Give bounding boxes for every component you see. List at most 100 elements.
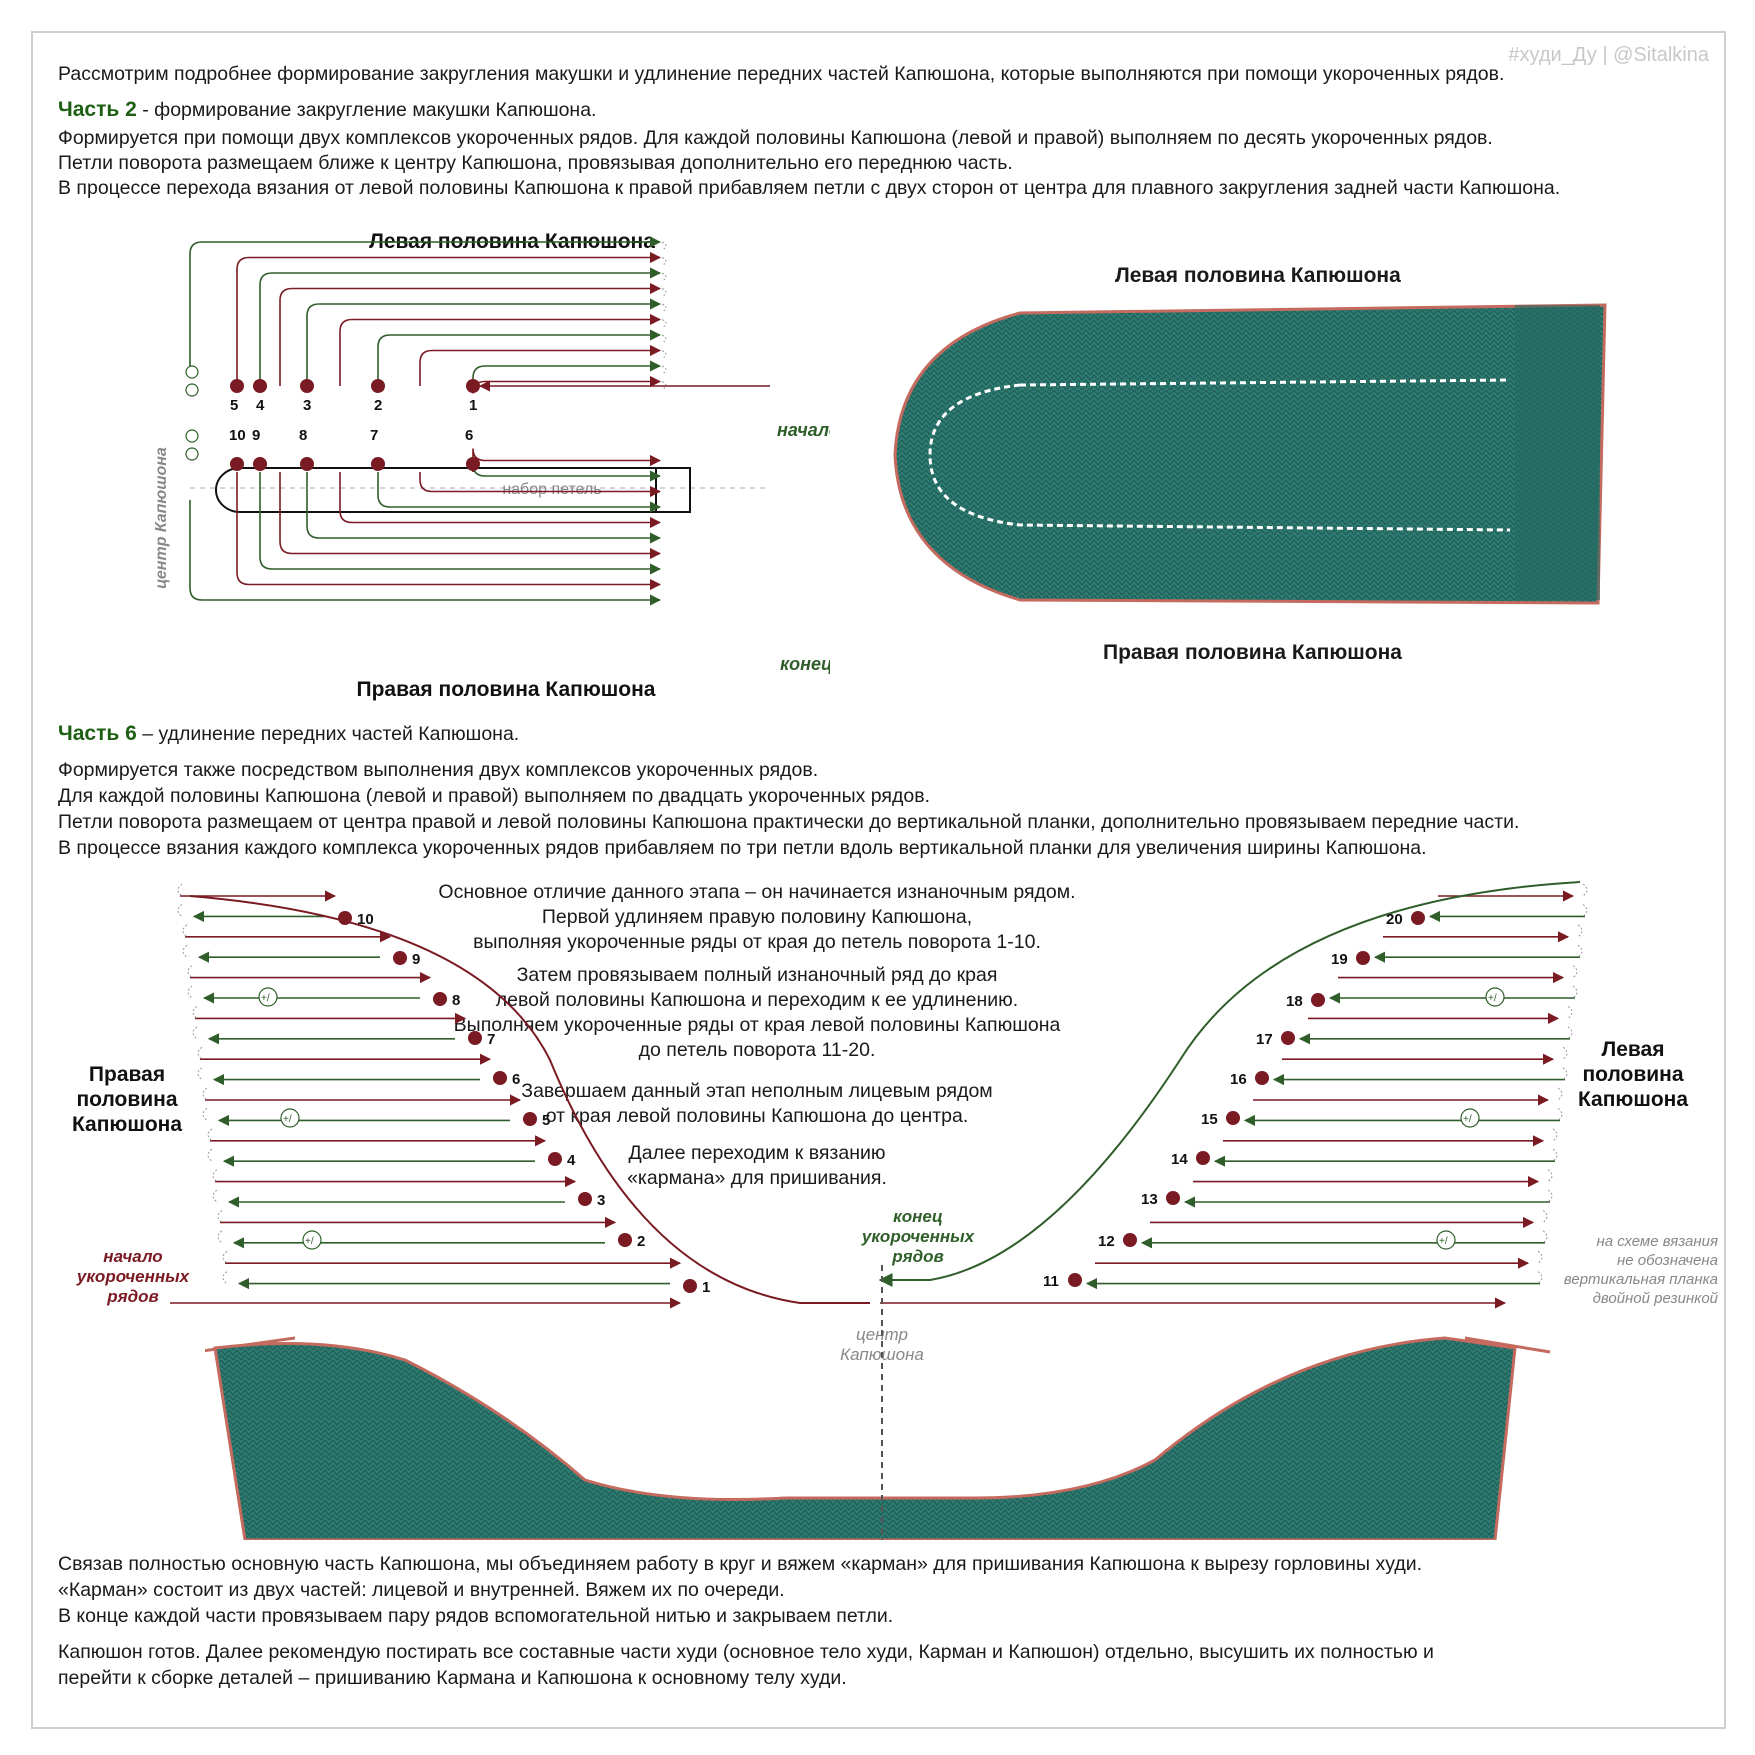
d6-turn-dot xyxy=(523,1112,537,1126)
d2-top-row-arc xyxy=(279,282,662,386)
d6-right-number: 6 xyxy=(512,1071,520,1088)
d6-right-half-label: Правая xyxy=(89,1063,165,1086)
d6-turn-loop xyxy=(1567,1006,1573,1019)
hood-front-fabric xyxy=(213,1336,1517,1540)
d6-left-curve xyxy=(878,881,1581,1287)
part6-line-4: В процессе вязания каждого комплекса уко… xyxy=(58,837,1427,859)
d2-turn-number: 10 xyxy=(229,427,246,444)
d6-end-label: конец xyxy=(893,1207,943,1226)
center-text-line: Первой удлиняем правую половину Капюшона… xyxy=(541,906,973,928)
d2-turn-loop xyxy=(661,241,667,251)
d6-turn-loop xyxy=(222,1271,228,1284)
d6-increase-marker xyxy=(280,1108,300,1128)
d6-turn-dot xyxy=(578,1192,592,1206)
part2-title: Часть 2 xyxy=(58,98,137,121)
photo-right-half-label: Правая половина Капюшона xyxy=(1103,641,1402,664)
d2-center-text: центр Капюшона xyxy=(153,447,170,589)
d6-turn-dot xyxy=(683,1279,697,1293)
d2-cast-on-box xyxy=(215,467,691,513)
d2-turn-dot xyxy=(300,379,314,393)
final-line-2: «Карман» состоит из двух частей: лицевой… xyxy=(58,1579,785,1601)
watermark: #худи_Ду | @Sitalkina xyxy=(1508,44,1709,66)
d6-turn-loop xyxy=(1552,1128,1558,1142)
d2-turn-dot xyxy=(253,457,267,471)
d6-left-number: 18 xyxy=(1286,993,1303,1010)
d2-top-row-arc xyxy=(189,236,662,370)
d2-bottom-row-arc xyxy=(306,472,662,544)
d2-turn-number: 1 xyxy=(469,397,477,414)
d6-right-number: 1 xyxy=(702,1279,710,1296)
d2-end-label: конец xyxy=(780,654,830,674)
part2-subtitle: - формирование закругление макушки Капюш… xyxy=(136,99,597,121)
hood-front-needle-right xyxy=(1464,1336,1551,1354)
d6-turn-dot xyxy=(1068,1273,1082,1287)
d6-left-number: 11 xyxy=(1043,1273,1059,1290)
d2-top-row-arc xyxy=(472,375,662,394)
d2-right-half-label: Правая половина Капюшона xyxy=(357,678,656,701)
d2-turn-number: 9 xyxy=(252,427,260,444)
d2-turn-loop xyxy=(661,288,667,297)
d6-note-label: вертикальная планка xyxy=(1564,1271,1718,1288)
final-line-4: Капюшон готов. Далее рекомендую постират… xyxy=(58,1641,1434,1663)
final-line-5: перейти к сборке деталей – пришиванию Ка… xyxy=(58,1667,847,1689)
part2-line-2: Петли поворота размещаем ближе к центру … xyxy=(58,152,1013,174)
d2-bottom-row-arc xyxy=(472,448,662,472)
d6-turn-loop xyxy=(217,1210,223,1223)
d6-turn-loop xyxy=(197,1046,203,1060)
d6-right-number: 5 xyxy=(542,1112,550,1129)
d6-right-number: 8 xyxy=(452,992,460,1009)
d6-right-number: 9 xyxy=(412,951,420,968)
part6-heading: Часть 6 – удлинение передних частей Капю… xyxy=(58,722,519,746)
d6-left-half-label: Левая xyxy=(1602,1038,1665,1061)
d6-turn-dot xyxy=(1411,911,1425,925)
d2-turn-loop xyxy=(661,272,667,282)
d6-turn-loop xyxy=(1547,1189,1553,1203)
d6-increase-label: +/ xyxy=(1439,1236,1448,1247)
page-frame xyxy=(31,31,1726,1729)
d6-right-number: 7 xyxy=(487,1031,495,1048)
d6-turn-loop xyxy=(1572,985,1578,999)
d6-left-number: 19 xyxy=(1331,951,1348,968)
d6-turn-loop xyxy=(192,1026,198,1040)
center-text-line: от края левой половины Капюшона до центр… xyxy=(545,1105,969,1127)
d2-increase-marker xyxy=(185,447,199,461)
part6-title: Часть 6 xyxy=(58,722,137,745)
center-text-line: «кармана» для пришивания. xyxy=(627,1167,887,1189)
d6-turn-dot xyxy=(1356,951,1370,965)
d6-turn-loop xyxy=(1547,1169,1553,1182)
d6-turn-loop xyxy=(192,1006,198,1019)
part6-subtitle: – удлинение передних частей Капюшона. xyxy=(136,723,520,745)
d6-turn-loop xyxy=(1542,1210,1548,1223)
d2-turn-dot xyxy=(300,457,314,471)
d6-left-number: 12 xyxy=(1098,1233,1115,1250)
center-text-line: выполняя укороченные ряды от края до пет… xyxy=(473,931,1041,953)
d6-turn-loop xyxy=(1557,1087,1563,1101)
d6-right-half-label: половина xyxy=(76,1088,177,1111)
d6-turn-dot xyxy=(618,1233,632,1247)
d2-top-row-arc xyxy=(236,251,662,386)
part2-heading: Часть 2 - формирование закругление макуш… xyxy=(58,98,596,122)
d6-increase-label: +/ xyxy=(1488,993,1497,1004)
d6-turn-loop xyxy=(202,1108,208,1121)
d6-turn-loop xyxy=(187,985,193,999)
d2-turn-loop xyxy=(661,350,667,359)
d2-turn-dot xyxy=(466,457,480,471)
d6-turn-loop xyxy=(1542,1230,1548,1244)
d6-turn-loop xyxy=(197,1067,203,1080)
d2-bottom-row-arc xyxy=(339,472,662,529)
d2-top-row-arc xyxy=(419,344,662,386)
part2-shortrow-diagram: Левая половина Капюшона Правая половина … xyxy=(153,230,830,701)
d2-turn-loop xyxy=(661,334,667,344)
d6-turn-loop xyxy=(1572,965,1578,978)
d6-turn-loop xyxy=(1552,1148,1558,1162)
d6-left-number: 15 xyxy=(1201,1111,1218,1128)
d6-right-number: 10 xyxy=(357,911,374,928)
center-text-line: Основное отличие данного этапа – он начи… xyxy=(438,881,1076,903)
d6-turn-loop xyxy=(1537,1271,1543,1284)
d2-increase-marker xyxy=(185,429,199,443)
d6-increase-label: +/ xyxy=(283,1114,292,1125)
hood-top-body xyxy=(893,303,1607,605)
d6-note-label: на схеме вязания xyxy=(1596,1233,1718,1250)
part6-line-1: Формируется также посредством выполнения… xyxy=(58,759,819,781)
